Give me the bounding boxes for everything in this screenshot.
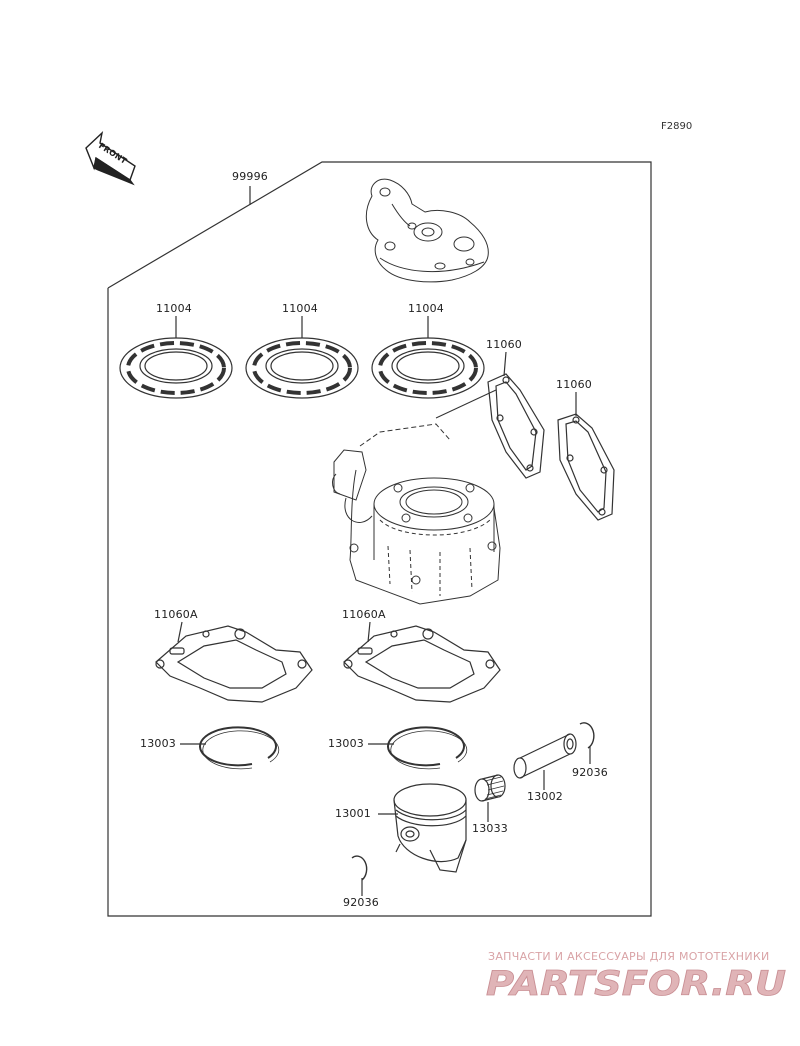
label-piston-pin: 13002 — [527, 790, 563, 803]
label-ring-2: 13003 — [328, 737, 364, 750]
piston-ring-2 — [387, 726, 468, 770]
label-exhaust-gasket-1: 11060 — [486, 338, 522, 351]
label-bearing: 13033 — [472, 822, 508, 835]
exhaust-gasket-2 — [557, 413, 615, 521]
diagram-code: F2890 — [661, 121, 693, 132]
watermark-caption: ЗАПЧАСТИ И АКСЕССУАРЫ ДЛЯ МОТОТЕХНИКИ — [488, 950, 770, 963]
head-gasket-1 — [119, 337, 233, 399]
kit-outline — [107, 161, 652, 917]
circlip-bottom — [351, 855, 368, 881]
label-head-gasket-3: 11004 — [408, 302, 444, 315]
label-kit: 99996 — [232, 170, 268, 183]
head-gasket-3 — [371, 337, 485, 399]
label-head-gasket-2: 11004 — [282, 302, 318, 315]
watermark-logo-text: PARTSFOR.RU — [486, 964, 786, 1003]
base-gasket-1 — [155, 625, 313, 703]
label-ring-1: 13003 — [140, 737, 176, 750]
head-gasket-2 — [245, 337, 359, 399]
piston-ring-1 — [199, 726, 280, 770]
label-base-gasket-1: 11060A — [154, 608, 198, 621]
label-exhaust-gasket-2: 11060 — [556, 378, 592, 391]
exhaust-gasket-1 — [487, 373, 545, 479]
label-base-gasket-2: 11060A — [342, 608, 386, 621]
piston — [393, 783, 467, 873]
front-arrow-icon — [85, 130, 136, 186]
label-head-gasket-1: 11004 — [156, 302, 192, 315]
label-circlip-right: 92036 — [572, 766, 608, 779]
cylinder — [332, 389, 501, 605]
label-circlip-bottom: 92036 — [343, 896, 379, 909]
watermark-logo: PARTSFOR.RU — [486, 964, 786, 1003]
circlip-right — [579, 722, 595, 749]
label-piston: 13001 — [335, 807, 371, 820]
needle-bearing — [474, 774, 506, 802]
cylinder-head — [365, 178, 489, 283]
piston-pin — [513, 733, 577, 779]
base-gasket-2 — [343, 625, 501, 703]
